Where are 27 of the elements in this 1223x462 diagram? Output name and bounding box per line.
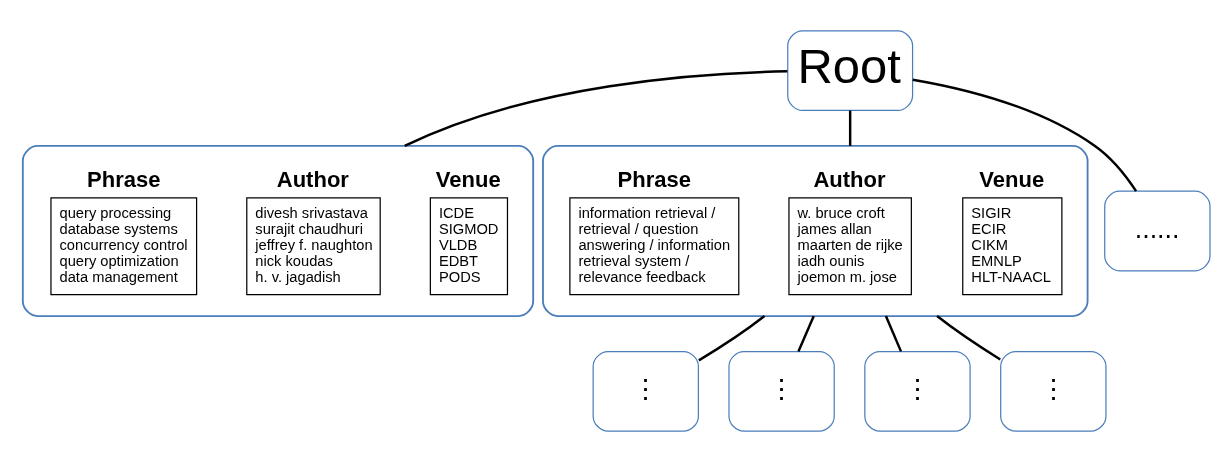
connector bbox=[797, 315, 815, 352]
connector bbox=[912, 78, 1138, 192]
connector bbox=[848, 110, 852, 146]
connector bbox=[936, 315, 1001, 361]
node-label: Author bbox=[276, 167, 349, 193]
node-box: w. bruce croft james allan maarten de rijke iadh ounis joemon m. jose bbox=[788, 197, 912, 296]
connector bbox=[404, 70, 788, 148]
node-box: query processing database systems concurrency control query optimization data management bbox=[50, 197, 198, 296]
connector bbox=[698, 315, 766, 362]
node-box: divesh srivastava surajit chaudhuri jeffrey f. naughton nick koudas h. v. jagadish bbox=[246, 197, 381, 296]
node-box: information retrieval / retrieval / question answering / information retrieval system / relevance feedback bbox=[569, 197, 740, 296]
node-label: Phrase bbox=[617, 167, 692, 193]
cluster bbox=[542, 145, 1089, 317]
node-label: Phrase bbox=[87, 167, 161, 193]
node-box: Root bbox=[787, 30, 914, 112]
node-label: Author bbox=[813, 167, 886, 193]
node-box: ICDE SIGMOD VLDB EDBT PODS bbox=[429, 197, 509, 296]
node-box: ⋮ bbox=[1000, 350, 1107, 432]
connector bbox=[884, 315, 903, 352]
node-box: ...... bbox=[1104, 190, 1211, 272]
node-label: Venue bbox=[979, 167, 1045, 193]
node-label: Venue bbox=[435, 167, 501, 193]
node-box: ⋮ bbox=[592, 350, 699, 432]
node-box: ⋮ bbox=[728, 350, 835, 432]
cluster bbox=[21, 145, 535, 317]
node-box: ⋮ bbox=[864, 350, 971, 432]
node-box: SIGIR ECIR CIKM EMNLP HLT-NAACL bbox=[962, 197, 1063, 296]
